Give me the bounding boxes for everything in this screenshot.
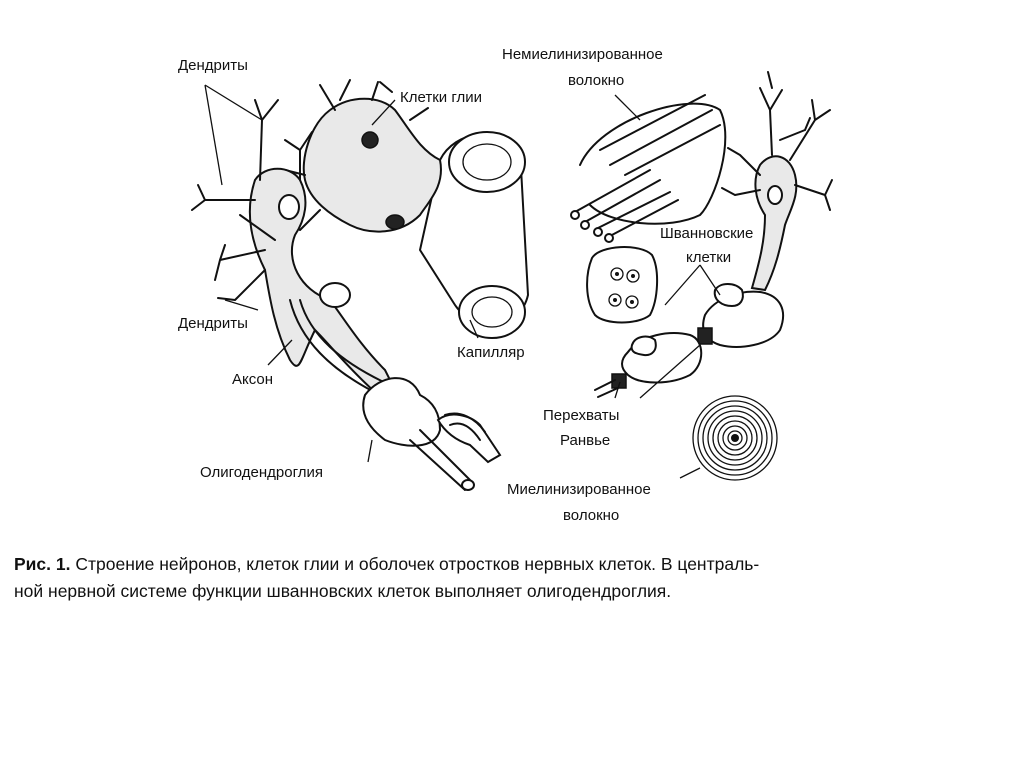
figure-caption: Рис. 1. Строение нейронов, клеток глии и… bbox=[14, 551, 1014, 605]
neuron-right-drawing bbox=[721, 71, 833, 292]
leader-lines bbox=[204, 84, 721, 479]
label-ranvier-1: Перехваты bbox=[543, 407, 619, 424]
label-axon: Аксон bbox=[232, 371, 273, 388]
label-dendrites-2: Дендриты bbox=[178, 315, 248, 332]
schwann-cells-drawing bbox=[594, 283, 785, 398]
label-myelinated-2: волокно bbox=[563, 507, 619, 524]
unmyelinated-cross-section bbox=[586, 246, 659, 324]
caption-line-1: Рис. 1. Строение нейронов, клеток глии и… bbox=[14, 551, 1014, 578]
caption-line1-text: Строение нейронов, клеток глии и оболоче… bbox=[70, 554, 760, 574]
caption-line-2: ной нервной системе функции шванновских … bbox=[14, 581, 672, 601]
unmyelinated-fiber-drawing bbox=[570, 94, 727, 243]
glia-cells-drawing bbox=[284, 79, 442, 233]
label-oligodendroglia: Олигодендроглия bbox=[200, 464, 323, 481]
label-myelinated-1: Миелинизированное bbox=[507, 481, 651, 498]
oligodendroglia-drawing bbox=[362, 377, 502, 491]
label-unmyelinated-1: Немиелинизированное bbox=[502, 46, 663, 63]
label-schwann-1: Шванновские bbox=[660, 225, 753, 242]
myelinated-cross-section bbox=[692, 395, 778, 481]
label-ranvier-2: Ранвье bbox=[560, 432, 610, 449]
label-glia-cells: Клетки глии bbox=[400, 89, 482, 106]
capillary-drawing bbox=[419, 131, 529, 339]
caption-prefix: Рис. 1. bbox=[14, 554, 71, 574]
label-capillary: Капилляр bbox=[457, 344, 525, 361]
label-unmyelinated-2: волокно bbox=[568, 72, 624, 89]
label-schwann-2: клетки bbox=[686, 249, 731, 266]
label-dendrites: Дендриты bbox=[178, 57, 248, 74]
